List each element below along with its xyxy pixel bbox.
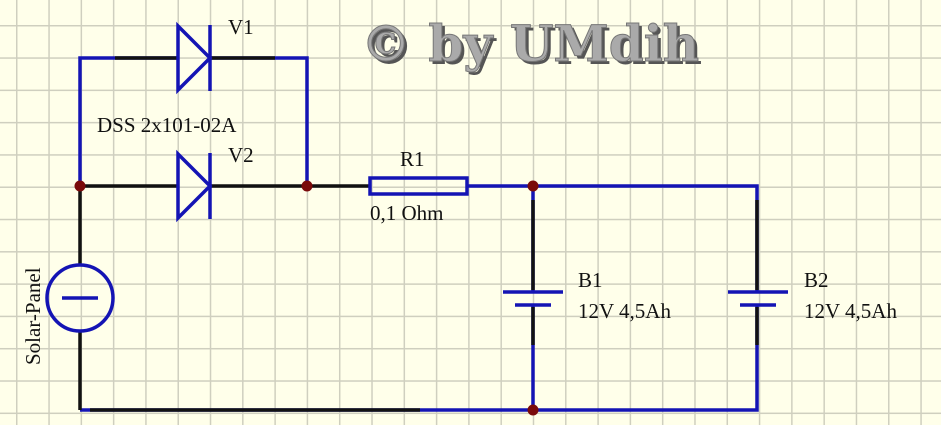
b1-label: B1 — [578, 268, 603, 292]
junction-dot — [74, 180, 86, 192]
battery-b1 — [503, 290, 563, 307]
junctions — [74, 180, 539, 416]
b1-value-label: 12V 4,5Ah — [578, 299, 671, 323]
solar-panel-label: Solar-Panel — [21, 267, 45, 365]
battery-b2 — [728, 290, 788, 307]
diode-v2 — [176, 149, 213, 223]
b2-label: B2 — [804, 268, 829, 292]
b2-value-label: 12V 4,5Ah — [804, 299, 897, 323]
diode-v1 — [176, 21, 213, 95]
wires — [78, 56, 759, 412]
diode-type-label: DSS 2x101-02A — [97, 113, 237, 137]
r1-value-label: 0,1 Ohm — [370, 201, 444, 225]
v1-label: V1 — [228, 15, 254, 39]
junction-dot — [301, 180, 313, 192]
r1-label: R1 — [400, 147, 425, 171]
resistor-r1 — [368, 176, 469, 196]
junction-dot — [527, 180, 539, 192]
solar-panel-source — [45, 263, 115, 333]
watermark: © by UMdih — [360, 14, 700, 74]
junction-dot — [527, 404, 539, 416]
v2-label: V2 — [228, 143, 254, 167]
